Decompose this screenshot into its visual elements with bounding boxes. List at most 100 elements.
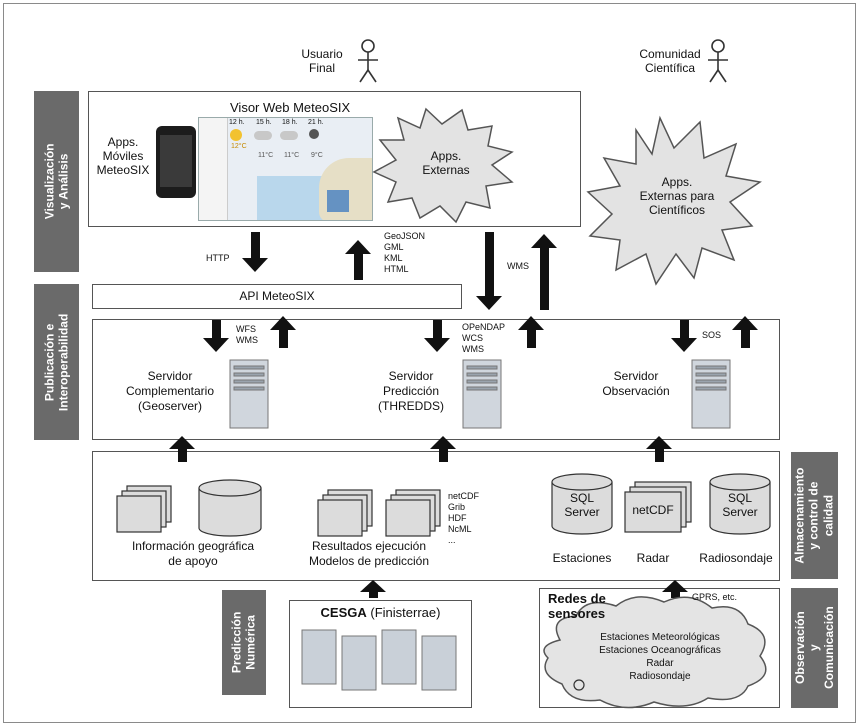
document-stack-icon [317,489,373,537]
forecast-hour-1: 12 h. [229,119,245,126]
netcdf-label: netCDF [632,503,674,517]
resultados-line1: Resultados ejecución [311,539,427,553]
phone-screen [160,135,192,187]
forecast-temp-3: 11°C [284,152,300,159]
http-down-arrow [242,232,268,272]
sensores-to-storage-arrow [662,580,688,598]
wfs-down-arrow [203,320,229,352]
scientist-figure-icon [708,39,728,83]
wfs-wms-label: WMS [236,335,258,345]
file-format-hdf: HDF [448,513,467,523]
servidor-observacion-line1: Servidor [613,369,659,383]
servidor-complementario-line2: Complementario [125,384,215,398]
sensor-item-oceanograficas: Estaciones Oceanográficas [599,645,721,656]
sensor-item-radar: Radar [646,658,674,669]
wfs-label: WFS [236,324,256,334]
servidor-observacion-line2: Observación [602,384,670,398]
arrows [169,232,758,598]
servidor-prediccion-line3: (THREDDS) [378,399,444,413]
sensor-item-radiosondaje: Radiosondaje [629,671,691,682]
api-box [92,284,462,309]
wcs-label: WCS [462,333,483,343]
resultados-line2: Modelos de predicción [308,554,430,568]
wms-up-arrow [531,234,557,310]
sql-server-1-line2: Server [564,505,600,519]
servidor-complementario-line1: Servidor [147,369,193,383]
sidebar-observacion: Observación y Comunicación [791,588,838,708]
sensores-title-line1: Redes de [548,591,606,606]
format-gml: GML [384,242,404,252]
gprs-label: GPRS, etc. [692,592,738,602]
storage-to-observacion-arrow [646,436,672,462]
sos-up-arrow [732,316,758,348]
cesga-to-storage-arrow [360,580,386,598]
file-format-netcdf: netCDF [448,491,480,501]
apps-cientificos-label: Apps. Externas para Científicos [639,175,715,217]
servidor-prediccion-line1: Servidor [388,369,434,383]
file-format-more: ... [448,535,456,545]
forecast-temp-4: 9°C [311,152,323,159]
info-geografica-line2: de apoyo [168,554,218,568]
estaciones-label: Estaciones [552,551,612,565]
format-html: HTML [384,264,409,274]
database-icon [551,473,613,535]
sidebar-publicacion: Publicación e Interoperabilidad [34,284,79,440]
sensor-item-meteorologicas: Estaciones Meteorológicas [600,632,720,643]
copyright-icon [573,679,585,691]
diagram-frame [3,3,856,723]
storage-to-geoserver-arrow [169,436,195,462]
usuario-final-label: Usuario Final [301,47,343,75]
sensor-cloud [543,596,767,709]
cluster-server-icon [301,629,457,691]
forecast-hour-3: 18 h. [282,119,298,126]
moon-icon [309,129,319,139]
forecast-temp-1: 12°C [231,143,247,150]
database-icon [709,473,771,535]
servidor-complementario-line3: (Geoserver) [137,399,202,413]
opendap-label: OPeNDAP [462,322,506,332]
info-geografica-line1: Información geográfica [131,539,255,553]
wms-label: WMS [507,261,529,271]
server-icon [462,359,502,429]
sidebar-prediccion: Predicción Numérica [222,590,266,695]
cesga-finisterrae: (Finisterrae) [370,605,441,620]
forecast-hour-4: 21 h. [308,119,324,126]
visor-web-label: Visor Web MeteoSIX [230,100,351,115]
sql-server-2-line2: Server [722,505,758,519]
cloud-icon [254,131,272,140]
apps-cientificos-starburst [586,115,762,286]
format-geojson: GeoJSON [384,231,426,241]
sos-down-arrow [671,320,697,352]
cloud-icon [280,131,298,140]
database-icon [198,479,262,537]
forecast-temp-2: 11°C [258,152,274,159]
api-label: API MeteoSIX [239,289,315,303]
opendap-down-arrow [424,320,450,352]
file-format-ncml: NcML [448,524,472,534]
wms-down-arrow [476,232,502,310]
smartphone-icon [156,126,196,198]
servidor-prediccion-line2: Predicción [382,384,440,398]
storage-to-thredds-arrow [430,436,456,462]
viewer-side-panel [199,118,228,220]
sidebar-almacenamiento: Almacenamiento y control de calidad [791,452,838,579]
wfs-up-arrow [270,316,296,348]
cesga-name: CESGA [320,605,367,620]
radar-label: Radar [636,551,670,565]
sql-server-1-line1: SQL [569,491,594,505]
format-kml: KML [384,253,403,263]
sql-server-2-line1: SQL [727,491,752,505]
forecast-hour-2: 15 h. [256,119,272,126]
opendap-wms-label: WMS [462,344,484,354]
apps-moviles-label: Apps. Móviles MeteoSIX [96,135,150,177]
radiosondaje-label: Radiosondaje [699,551,773,565]
server-icon [691,359,731,429]
apps-externas-label: Apps. Externas [422,149,470,177]
sensores-title-line2: sensores [548,606,606,621]
sidebar-visualizacion: Visualización y Análisis [34,91,79,272]
apps-externas-starburst [372,107,514,224]
file-format-grib: Grib [448,502,466,512]
opendap-up-arrow [518,316,544,348]
